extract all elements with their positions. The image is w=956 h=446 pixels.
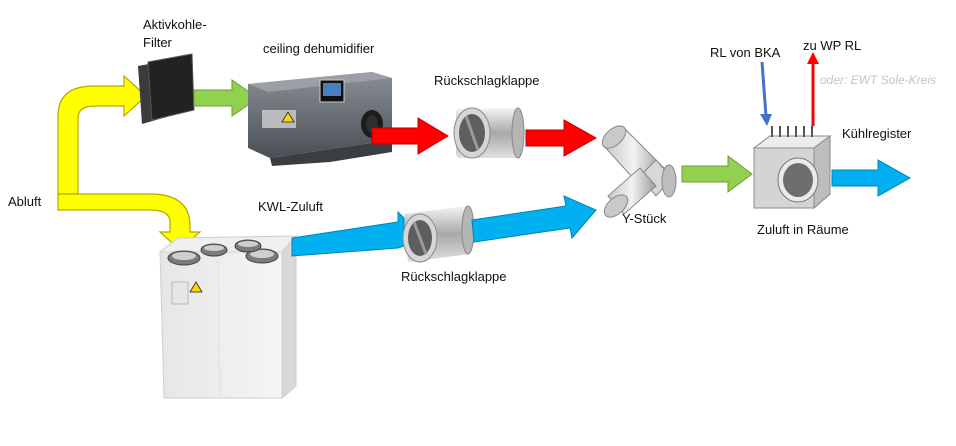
label-y-stueck: Y-Stück bbox=[622, 211, 667, 226]
label-check-valve-top: Rückschlagklappe bbox=[434, 73, 540, 88]
label-aktivkohle-2: Filter bbox=[143, 35, 172, 50]
label-kuehlregister: Kühlregister bbox=[842, 126, 912, 141]
green-arrow-filter-to-dehumidifier bbox=[193, 79, 259, 117]
ceiling-dehumidifier bbox=[248, 72, 392, 166]
check-valve-top bbox=[453, 107, 525, 159]
y-piece bbox=[601, 125, 677, 218]
label-kwl-zuluft: KWL-Zuluft bbox=[258, 199, 324, 214]
label-zu-wp-rl: zu WP RL bbox=[803, 38, 862, 53]
blue-arrow-supply-to-rooms bbox=[831, 159, 912, 197]
red-arrow-valve-to-y-piece bbox=[525, 119, 598, 157]
activated-carbon-filter bbox=[138, 53, 195, 124]
green-arrow-y-piece-to-cooler bbox=[681, 155, 753, 193]
label-check-valve-bottom: Rückschlagklappe bbox=[401, 269, 507, 284]
kwl-ventilation-unit bbox=[158, 234, 298, 400]
label-aktivkohle-1: Aktivkohle- bbox=[143, 17, 207, 32]
label-abluft: Abluft bbox=[8, 194, 42, 209]
red-arrow-dehumidifier-to-valve bbox=[371, 117, 449, 155]
check-valve-bottom bbox=[402, 205, 475, 263]
blue-arrow-kwl-to-valve bbox=[291, 210, 405, 257]
cooling-coil bbox=[752, 126, 832, 210]
label-zuluft-raeume: Zuluft in Räume bbox=[757, 222, 849, 237]
blue-arrow-valve-to-y-piece bbox=[471, 195, 597, 243]
label-dehumidifier: ceiling dehumidifier bbox=[263, 41, 375, 56]
heat-pump-return-arrow bbox=[807, 52, 819, 126]
bka-return-arrow bbox=[760, 61, 772, 126]
label-ewt-note: oder: EWT Sole-Kreis bbox=[820, 73, 937, 87]
label-rl-von-bka: RL von BKA bbox=[710, 45, 781, 60]
